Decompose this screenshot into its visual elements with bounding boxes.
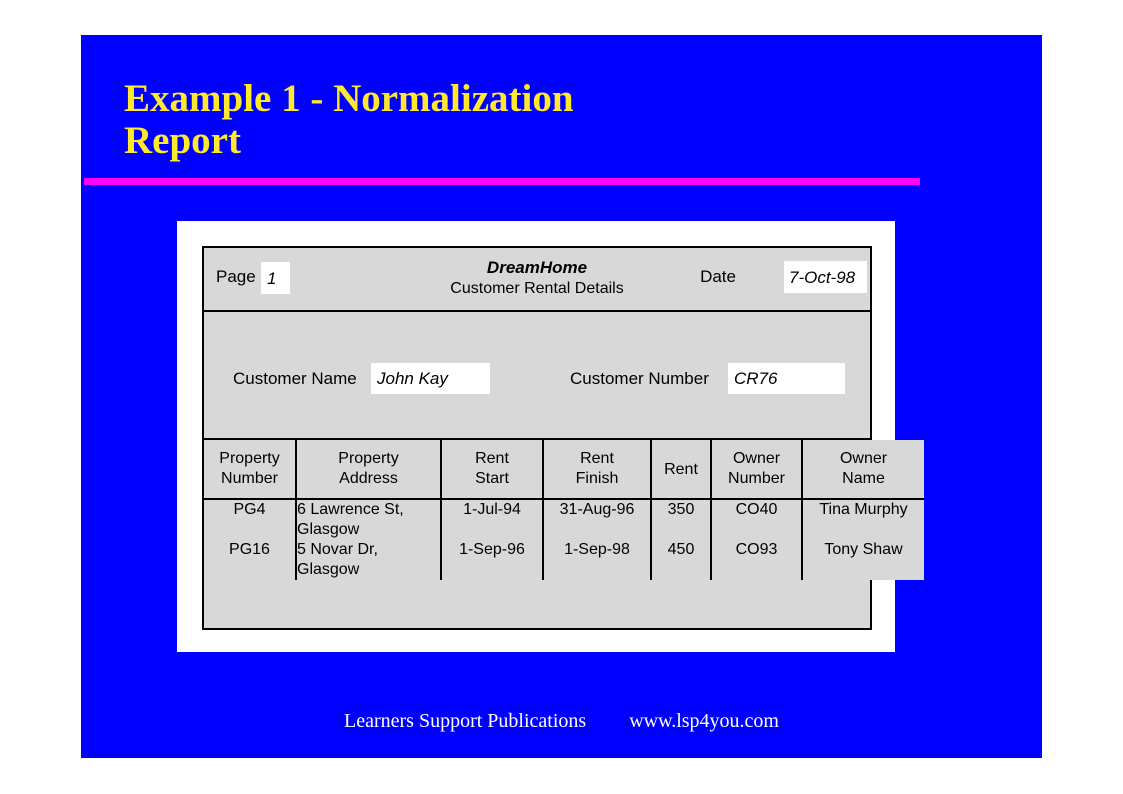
customer-number-label: Customer Number <box>570 369 709 388</box>
date-label: Date <box>700 267 736 286</box>
column-header-line-2: Finish <box>575 470 619 487</box>
column-header-property-address: Property Address <box>295 440 441 500</box>
column-header-line-2: Address <box>339 470 398 487</box>
date-value-field[interactable]: 7-Oct-98 <box>784 261 867 293</box>
cell-rent: 450 <box>650 540 711 580</box>
page-label: Page <box>216 267 256 286</box>
column-header-line-1: Rent <box>580 450 614 467</box>
customer-name-field[interactable]: John Kay <box>371 363 490 394</box>
address-line-1: 6 Lawrence St, <box>297 501 404 518</box>
customer-name-value: John Kay <box>377 369 448 388</box>
rental-details-grid: Property Number Property Address Rent St… <box>204 440 924 580</box>
column-header-owner-number: Owner Number <box>710 440 802 500</box>
slide-footer: Learners Support Publications www.lsp4yo… <box>81 710 1042 733</box>
column-header-rent: Rent <box>650 440 711 500</box>
cell-owner-name: Tina Murphy <box>801 499 924 540</box>
cell-property-number: PG4 <box>204 499 296 540</box>
title-line-1: Example 1 - Normalization <box>124 77 574 120</box>
table-row: PG16 5 Novar Dr, Glasgow 1-Sep-96 1-Sep-… <box>204 540 924 580</box>
column-header-line-1: Rent <box>664 461 698 478</box>
column-header-line-1: Owner <box>732 450 781 467</box>
cell-rent-start: 1-Jul-94 <box>440 499 543 540</box>
cell-rent-finish: 1-Sep-98 <box>542 540 651 580</box>
report-card: Page 1 DreamHome Customer Rental Details… <box>177 221 924 652</box>
cell-property-number: PG16 <box>204 540 296 580</box>
slide-canvas: Example 1 - Normalization Report Page 1 … <box>81 35 1042 758</box>
title-divider-rule <box>84 178 920 185</box>
cell-owner-name: Tony Shaw <box>801 540 924 580</box>
column-header-line-1: Property <box>219 450 280 467</box>
column-header-rent-finish: Rent Finish <box>542 440 651 500</box>
report-table: Page 1 DreamHome Customer Rental Details… <box>202 246 924 630</box>
address-line-1: 5 Novar Dr, <box>297 541 378 558</box>
column-header-line-1: Owner <box>839 450 888 467</box>
footer-website[interactable]: www.lsp4you.com <box>629 710 779 732</box>
cell-property-address: 5 Novar Dr, Glasgow <box>295 540 441 580</box>
address-line-2: Glasgow <box>297 561 360 578</box>
customer-info-row: Customer Name John Kay Customer Number C… <box>204 312 870 440</box>
cell-rent-start: 1-Sep-96 <box>440 540 543 580</box>
cell-owner-number: CO40 <box>710 499 802 540</box>
cell-rent-finish: 31-Aug-96 <box>542 499 651 540</box>
table-row: PG4 6 Lawrence St, Glasgow 1-Jul-94 31-A… <box>204 499 924 540</box>
page-value-field[interactable]: 1 <box>261 262 290 294</box>
report-company-name: DreamHome <box>486 258 588 277</box>
customer-number-value: CR76 <box>734 369 778 388</box>
customer-name-label: Customer Name <box>233 369 357 388</box>
column-header-line-2: Number <box>728 470 785 487</box>
footer-publisher: Learners Support Publications <box>344 710 587 732</box>
slide-title: Example 1 - Normalization Report <box>124 78 984 162</box>
customer-number-field[interactable]: CR76 <box>728 363 845 394</box>
column-header-line-2: Name <box>842 470 885 487</box>
column-header-owner-name: Owner Name <box>801 440 924 500</box>
report-subtitle: Customer Rental Details <box>450 280 624 297</box>
column-header-line-2: Number <box>221 470 278 487</box>
report-header-row: Page 1 DreamHome Customer Rental Details… <box>204 248 870 312</box>
column-header-line-2: Start <box>475 470 509 487</box>
column-header-line-1: Property <box>338 450 399 467</box>
cell-rent: 350 <box>650 499 711 540</box>
report-title-group: DreamHome Customer Rental Details <box>204 257 870 299</box>
column-header-line-1: Rent <box>475 450 509 467</box>
column-header-rent-start: Rent Start <box>440 440 543 500</box>
column-header-property-number: Property Number <box>204 440 296 500</box>
page-value: 1 <box>267 269 277 288</box>
cell-owner-number: CO93 <box>710 540 802 580</box>
grid-header-row: Property Number Property Address Rent St… <box>204 440 924 500</box>
address-line-2: Glasgow <box>297 521 360 538</box>
cell-property-address: 6 Lawrence St, Glasgow <box>295 499 441 540</box>
date-value: 7-Oct-98 <box>789 268 856 287</box>
title-line-2: Report <box>124 119 241 162</box>
